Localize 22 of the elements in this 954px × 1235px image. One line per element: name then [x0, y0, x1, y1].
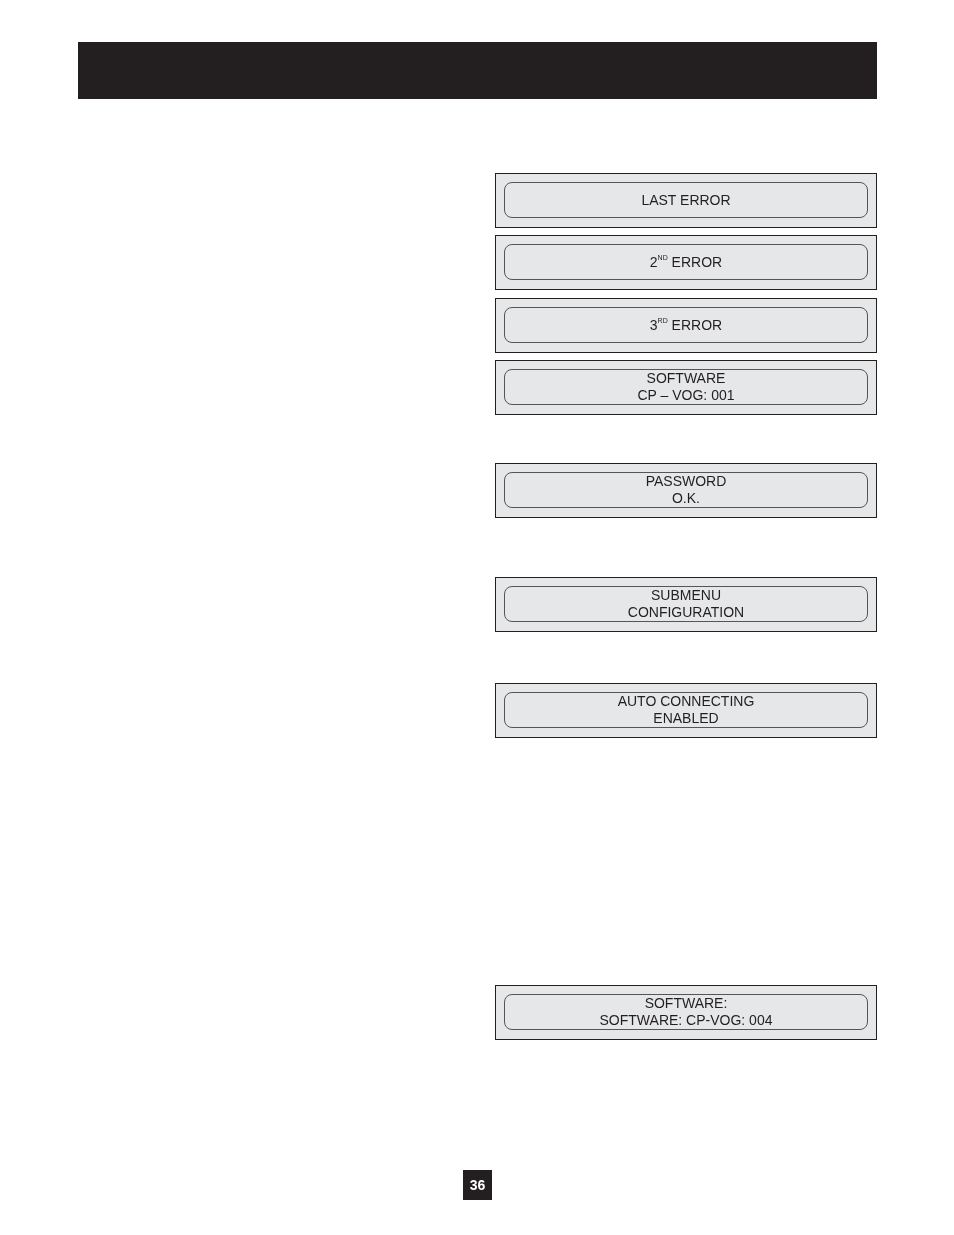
display-text: SOFTWARE: [646, 370, 726, 387]
display-text: PASSWORD: [645, 473, 727, 490]
display-text: SOFTWARE:: [644, 995, 728, 1012]
display-text: LAST ERROR: [641, 191, 731, 209]
lcd-display: [495, 683, 877, 738]
display-text: CONFIGURATION: [627, 604, 745, 621]
display-text: 3$^{RD}$ ERROR: [649, 316, 723, 334]
lcd-display: [495, 985, 877, 1040]
display-text: ENABLED: [653, 710, 719, 727]
display-text: AUTO CONNECTING: [617, 693, 755, 710]
display-text: CP – VOG: 001: [637, 387, 735, 404]
lcd-display: [495, 173, 877, 228]
page-number: 36: [463, 1170, 492, 1200]
lcd-display: [495, 298, 877, 353]
display-text: SOFTWARE: CP-VOG: 004: [599, 1012, 773, 1029]
lcd-display: [495, 463, 877, 518]
display-text: SUBMENU: [651, 587, 721, 604]
lcd-display: [495, 360, 877, 415]
lcd-display: [495, 577, 877, 632]
lcd-display: [495, 235, 877, 290]
display-text: 2$^{ND}$ ERROR: [649, 253, 723, 271]
display-text: O.K.: [672, 490, 700, 507]
